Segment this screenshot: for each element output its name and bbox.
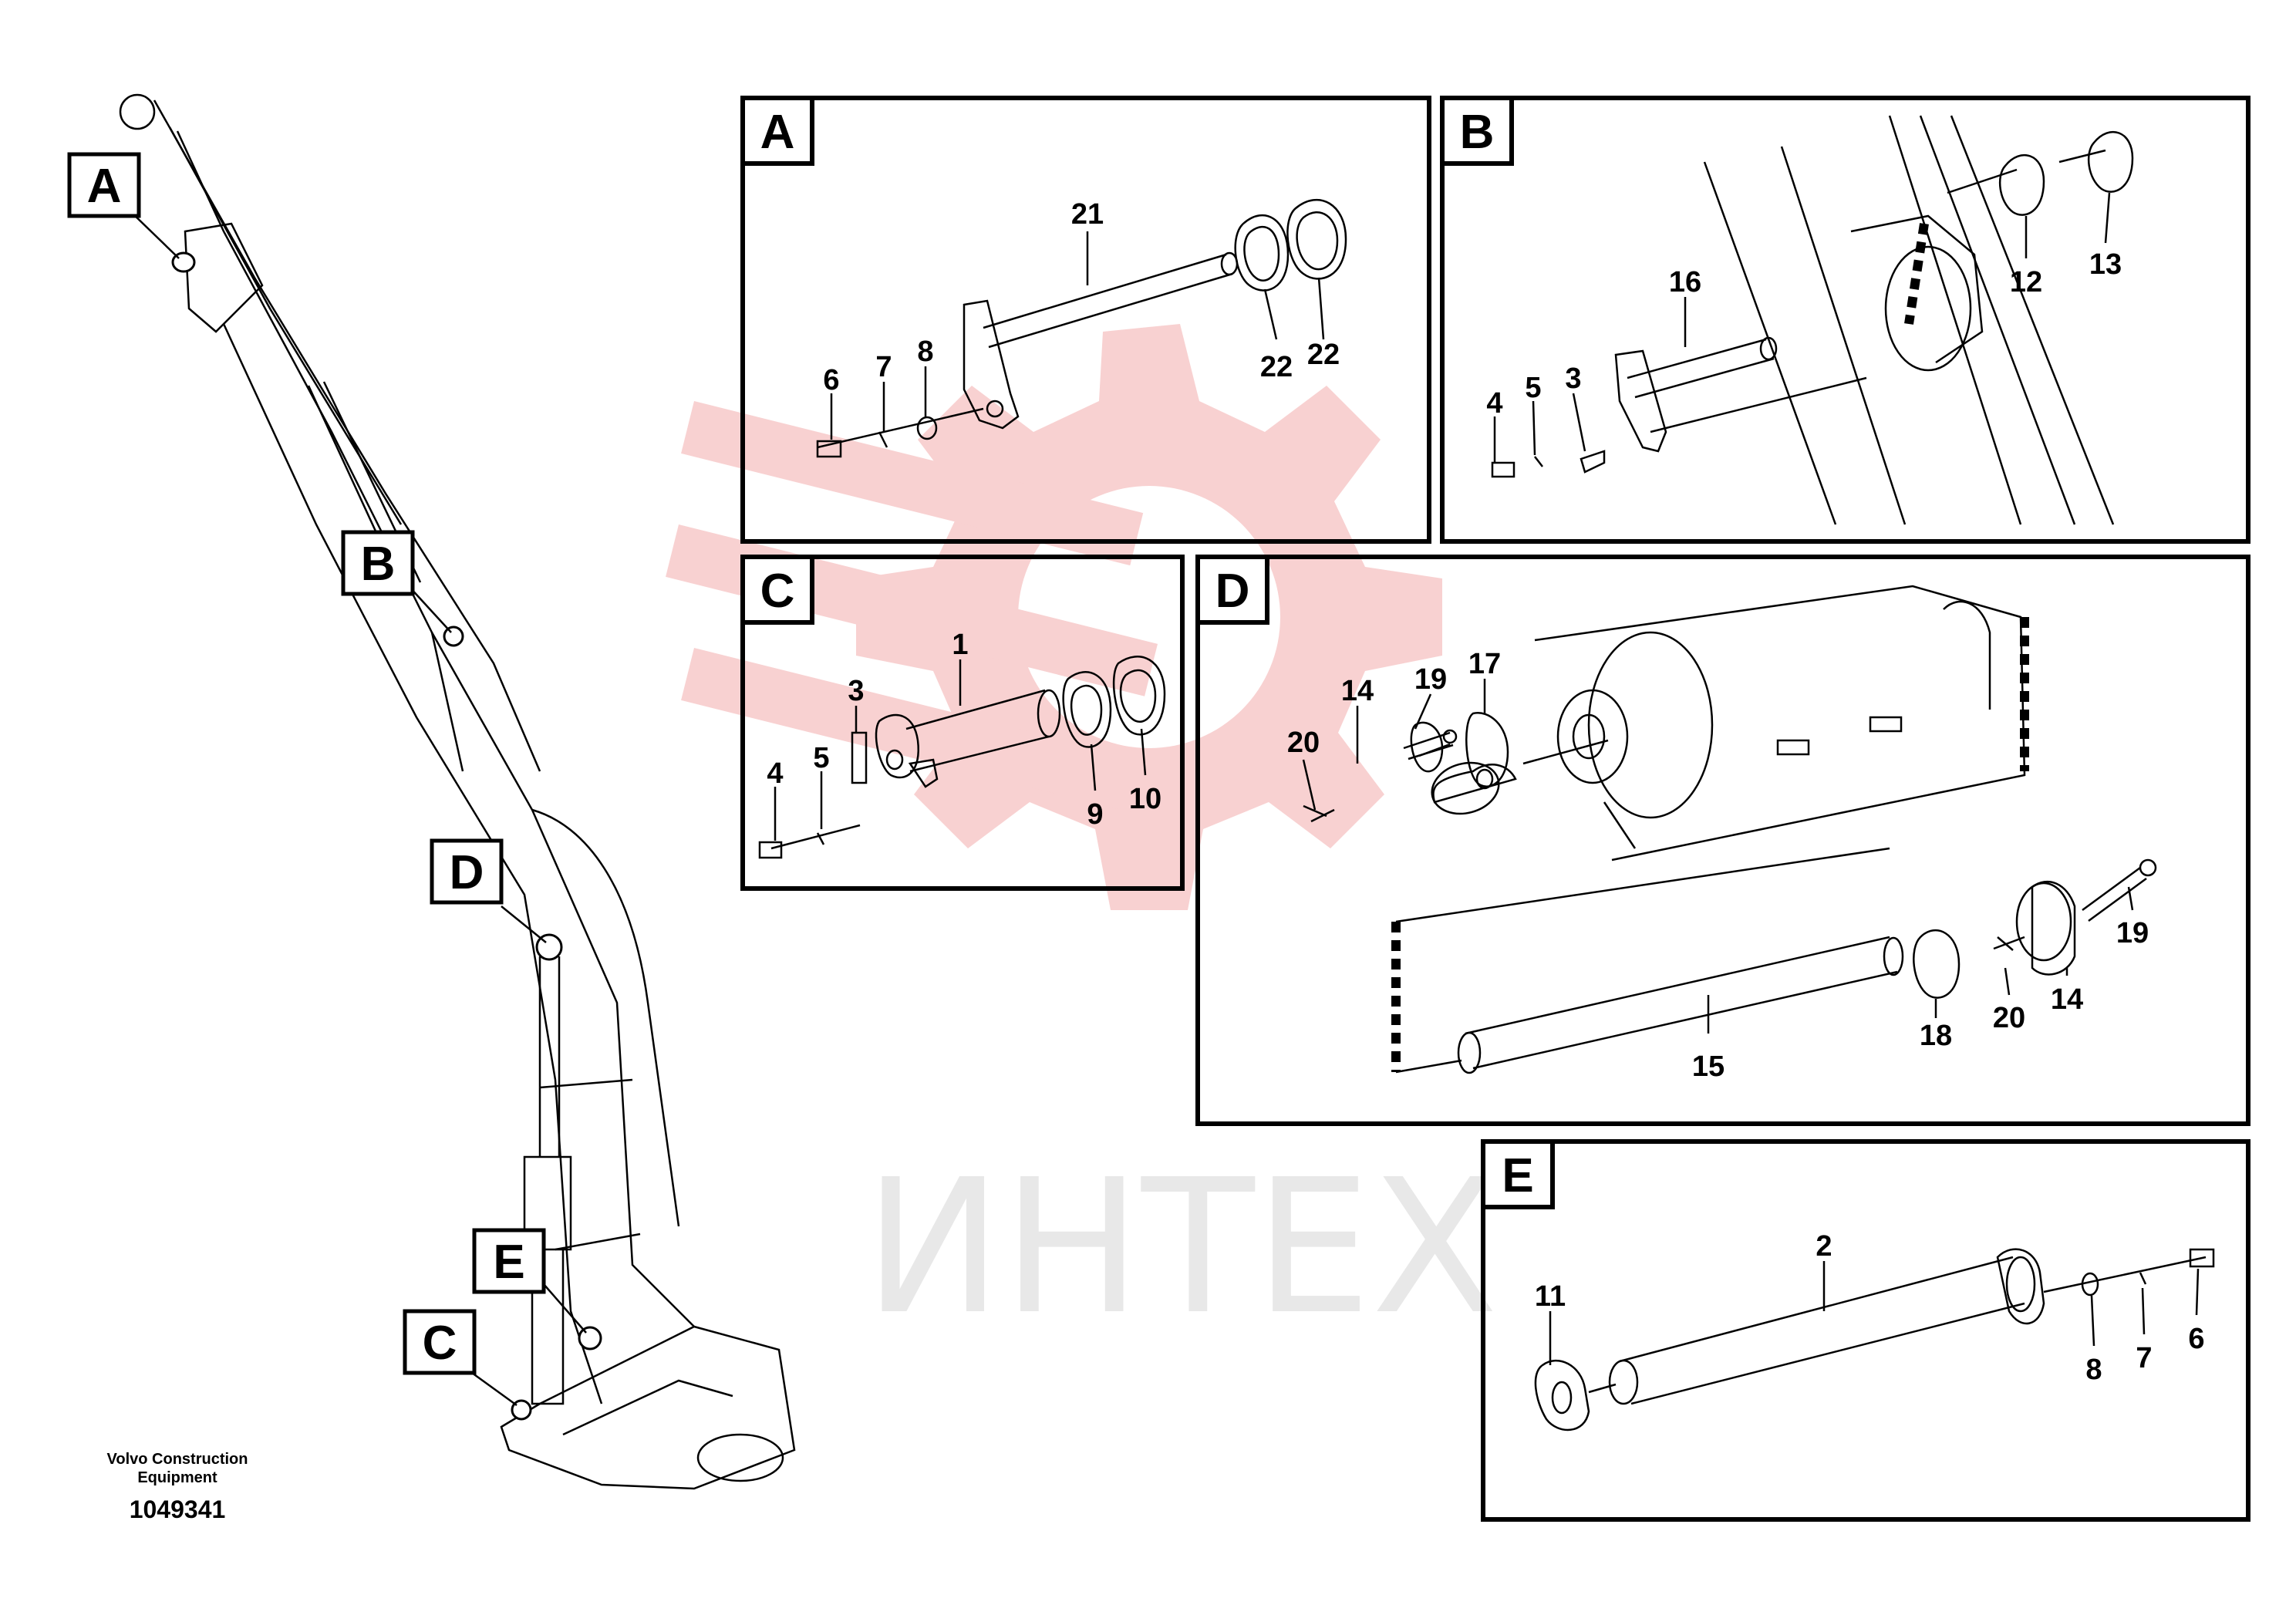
svg-text:B: B [361, 538, 396, 591]
overview-tag-e[interactable]: E [472, 1228, 546, 1294]
callout-c-3: 3 [848, 675, 864, 707]
callout-c-5: 5 [813, 742, 829, 774]
detail-panel-e: E 2 11 8 7 6 [1481, 1139, 2250, 1522]
callout-d-20-lower: 20 [1993, 1002, 2025, 1034]
callout-e-8: 8 [2085, 1354, 2102, 1386]
svg-text:E: E [493, 1236, 524, 1289]
callout-e-7: 7 [2136, 1342, 2152, 1374]
overview-tag-a[interactable]: A [67, 152, 141, 218]
panel-e-letter: E [1502, 1149, 1533, 1202]
callout-c-4: 4 [767, 757, 783, 790]
callout-d-20-upper: 20 [1287, 727, 1320, 759]
callout-e-6: 6 [2188, 1323, 2204, 1355]
callout-d-15: 15 [1692, 1050, 1725, 1083]
detail-panel-b: B 16 4 5 3 12 13 [1440, 96, 2250, 544]
svg-text:A: A [87, 160, 122, 213]
callout-a-6: 6 [823, 364, 839, 396]
doc-number: 1049341 [130, 1496, 226, 1523]
callout-c-1: 1 [952, 629, 968, 661]
svg-text:D: D [450, 846, 484, 899]
callout-a-8: 8 [917, 336, 933, 368]
callout-b-5: 5 [1525, 372, 1541, 404]
overview-tag-b[interactable]: B [341, 530, 415, 596]
callout-b-3: 3 [1565, 363, 1581, 395]
callout-b-16: 16 [1669, 266, 1701, 298]
callout-e-11: 11 [1535, 1280, 1566, 1313]
panel-b-letter: B [1460, 106, 1495, 159]
callout-b-12: 12 [2010, 266, 2042, 298]
maker-name-line1: Volvo Construction [107, 1451, 248, 1468]
callout-d-14-upper: 14 [1341, 675, 1374, 707]
callout-a-21: 21 [1071, 198, 1104, 231]
callout-b-4: 4 [1486, 387, 1502, 420]
callout-a-22-2: 22 [1307, 339, 1340, 371]
callout-c-9: 9 [1087, 798, 1103, 831]
callout-e-2: 2 [1816, 1230, 1832, 1263]
callout-a-7: 7 [875, 351, 892, 383]
detail-panel-a: A 21 6 7 8 22 22 [740, 96, 1431, 544]
detail-panel-c: C 1 3 4 5 9 10 [740, 555, 1185, 891]
svg-text:C: C [423, 1317, 457, 1370]
panel-d-letter: D [1215, 565, 1250, 618]
panel-c-letter: C [760, 565, 795, 618]
callout-d-18: 18 [1920, 1020, 1952, 1052]
overview-tag-c[interactable]: C [403, 1309, 477, 1375]
callout-d-17: 17 [1468, 648, 1501, 680]
detail-panel-d: D [1195, 555, 2250, 1126]
boom-overview-drawing [119, 93, 796, 1490]
overview-tag-d[interactable]: D [430, 838, 504, 905]
callout-c-10: 10 [1129, 783, 1161, 815]
callout-d-14-lower: 14 [2051, 983, 2083, 1016]
callout-a-22-1: 22 [1260, 351, 1293, 383]
maker-name-line2: Equipment [137, 1469, 217, 1486]
panel-a-letter: A [760, 106, 795, 159]
callout-b-13: 13 [2089, 248, 2122, 281]
callout-d-19-lower: 19 [2116, 917, 2149, 949]
watermark-logo-icon: ИНТЕХ [666, 324, 1499, 1355]
callout-d-19-upper: 19 [1414, 663, 1447, 696]
watermark-text: ИНТЕХ [864, 1139, 1499, 1355]
